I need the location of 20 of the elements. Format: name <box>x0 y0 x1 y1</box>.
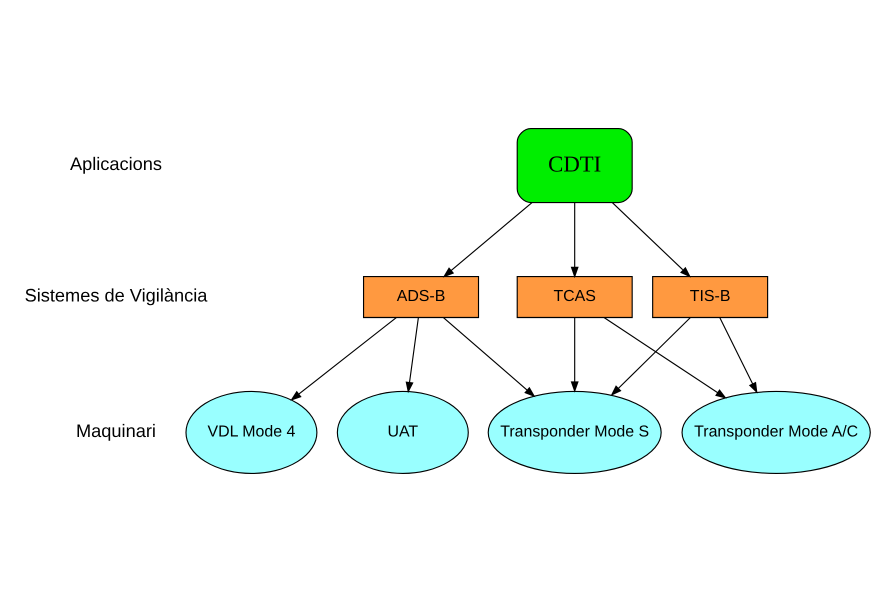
node-box: TIS-B <box>652 275 768 318</box>
label: Aplicacions <box>69 153 162 174</box>
arrow <box>612 202 691 278</box>
arrow <box>610 316 690 396</box>
node-box: ADS-B <box>362 275 479 318</box>
arrow <box>570 317 578 392</box>
arrow <box>718 316 757 394</box>
label: Sistemes de Vigilància <box>24 284 207 305</box>
arrow <box>405 316 418 393</box>
node-ellipse: Transponder Mode S <box>487 390 662 474</box>
arrow <box>603 316 726 398</box>
node-box: CDTI <box>516 128 632 203</box>
arrow <box>442 202 532 278</box>
node-ellipse: Transponder Mode A/C <box>680 390 870 474</box>
arrow <box>570 202 578 278</box>
node-ellipse: UAT <box>336 390 468 474</box>
label: Maquinari <box>76 420 156 440</box>
arrow <box>442 316 535 397</box>
node-box: TCAS <box>516 275 632 318</box>
arrow <box>290 316 396 400</box>
